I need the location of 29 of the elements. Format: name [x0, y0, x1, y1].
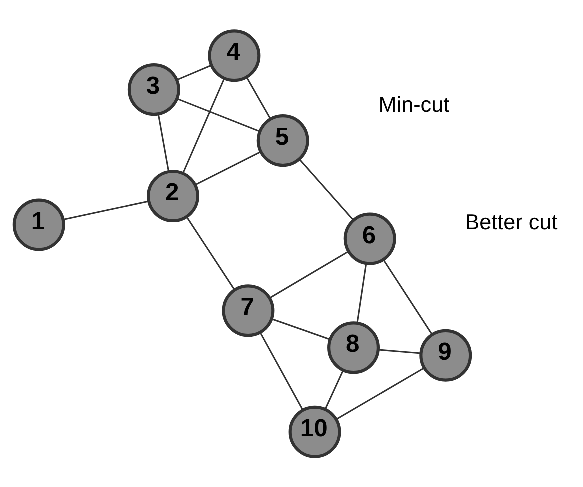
- connector: [246, 76, 272, 119]
- node-circle: 2: [147, 170, 200, 222]
- connector: [299, 158, 354, 220]
- node-circle: 8: [328, 321, 380, 374]
- label: Min-cut: [378, 92, 450, 117]
- connector: [186, 216, 236, 290]
- connector: [176, 98, 260, 132]
- node-circle: 6: [344, 212, 396, 265]
- connector: [272, 318, 331, 340]
- node-circle: 5: [256, 114, 310, 167]
- connector: [195, 150, 262, 186]
- connector: [336, 367, 425, 420]
- connector: [378, 348, 422, 354]
- node-circle: 7: [222, 284, 275, 337]
- connector: [182, 78, 226, 173]
- connector: [176, 64, 212, 80]
- node-circle: 4: [208, 29, 261, 82]
- connector: [324, 370, 344, 410]
- connector: [64, 200, 149, 220]
- connector: [270, 250, 349, 298]
- node-circle: 9: [420, 328, 472, 382]
- connector: [158, 114, 170, 172]
- node-circle: 1: [12, 198, 66, 251]
- label: Better cut: [465, 208, 558, 234]
- connector: [260, 332, 304, 410]
- connector: [356, 263, 368, 323]
- node-circle: 3: [128, 63, 180, 116]
- node-circle: 10: [288, 405, 342, 458]
- connector: [383, 258, 433, 334]
